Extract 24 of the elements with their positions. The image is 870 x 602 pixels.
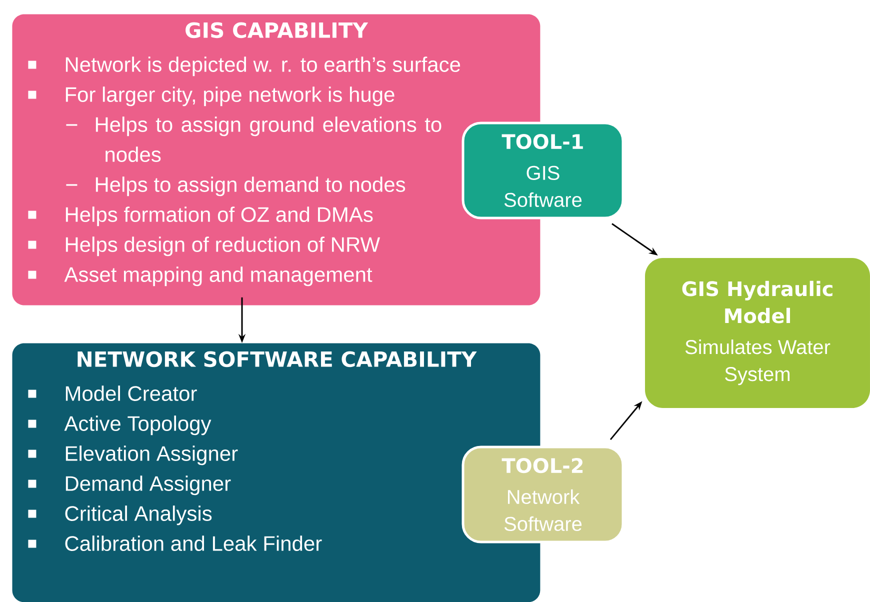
bullet-item: Elevation Assigner: [28, 446, 238, 466]
heading: GIS CAPABILITY: [186, 22, 368, 38]
heading: GIS Hydraulic Model: [682, 280, 832, 324]
description: Simulates Water System: [685, 340, 830, 386]
heading: TOOL-1: [502, 134, 583, 150]
bullet-item: Critical Analysis: [28, 506, 212, 526]
bullet-item: Helps formation of OZ and DMAs: [28, 206, 373, 226]
description: GIS Software: [504, 166, 582, 207]
heading: NETWORK SOFTWARE CAPABILITY: [78, 351, 477, 368]
bullet-item: Model Creator: [28, 386, 197, 401]
bullet-item: Helps to assign ground elevations to nodes: [66, 116, 442, 162]
result-box: [645, 258, 870, 408]
tool-box: [462, 446, 624, 544]
tool-box: [462, 122, 624, 220]
description: Network Software: [504, 489, 582, 531]
bullet-item: Helps to assign demand to nodes: [66, 176, 406, 196]
bullet-item: For larger city, pipe network is huge: [28, 86, 394, 106]
bullet-item: Demand Assigner: [28, 476, 231, 496]
bullet-item: Helps design of reduction of NRW: [28, 236, 380, 256]
bullet-item: Active Topology: [28, 416, 212, 436]
bullet-item: Calibration and Leak Finder: [28, 536, 322, 551]
bullet-item: Asset mapping and management: [28, 266, 372, 286]
bullet-item: Network is depicted w. r. to earth’s surface: [28, 56, 460, 76]
heading: TOOL-2: [502, 458, 583, 474]
